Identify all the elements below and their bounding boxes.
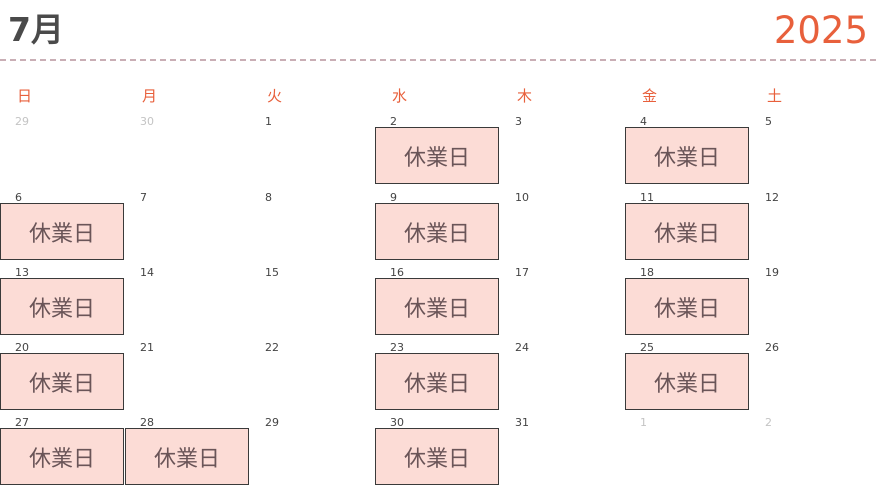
day-number: 9	[390, 191, 397, 204]
day-cell[interactable]: 3	[500, 115, 625, 190]
calendar-header: 7月 2025	[0, 0, 876, 61]
header-divider	[0, 59, 876, 61]
day-number-other-month: 2	[765, 416, 772, 429]
day-number: 27	[15, 416, 29, 429]
day-number: 4	[640, 115, 647, 128]
day-cell[interactable]: 1	[250, 115, 375, 190]
day-number-other-month: 1	[640, 416, 647, 429]
month-title: 7月	[8, 10, 64, 49]
day-cell[interactable]: 17	[500, 266, 625, 341]
day-number: 14	[140, 266, 154, 279]
weekday-label: 月	[142, 87, 158, 105]
weekday-label: 土	[767, 87, 783, 105]
day-cell[interactable]: 24	[500, 341, 625, 416]
day-number: 29	[265, 416, 279, 429]
day-cell[interactable]: 29	[250, 416, 375, 491]
day-number: 24	[515, 341, 529, 354]
day-cell[interactable]: 22	[250, 341, 375, 416]
day-number: 22	[265, 341, 279, 354]
holiday-event[interactable]: 休業日	[625, 353, 749, 410]
holiday-event[interactable]: 休業日	[375, 353, 499, 410]
day-number: 28	[140, 416, 154, 429]
weekday-label: 火	[267, 87, 283, 105]
day-number: 17	[515, 266, 529, 279]
day-cell[interactable]: 7	[125, 191, 250, 266]
day-cell[interactable]: 21	[125, 341, 250, 416]
day-number: 25	[640, 341, 654, 354]
day-cell[interactable]: 26	[750, 341, 875, 416]
holiday-event[interactable]: 休業日	[0, 278, 124, 335]
holiday-event[interactable]: 休業日	[125, 428, 249, 485]
day-number: 1	[265, 115, 272, 128]
weekday-label: 日	[17, 87, 33, 105]
day-number: 20	[15, 341, 29, 354]
day-number: 10	[515, 191, 529, 204]
day-number: 26	[765, 341, 779, 354]
day-number-other-month: 29	[15, 115, 29, 128]
day-number: 5	[765, 115, 772, 128]
day-number: 31	[515, 416, 529, 429]
day-number: 12	[765, 191, 779, 204]
day-cell[interactable]: 19	[750, 266, 875, 341]
weekday-label: 金	[642, 87, 658, 105]
day-cell[interactable]: 31	[500, 416, 625, 491]
day-number: 2	[390, 115, 397, 128]
day-number: 21	[140, 341, 154, 354]
day-cell[interactable]: 29	[0, 115, 125, 190]
day-cell[interactable]: 5	[750, 115, 875, 190]
day-cell[interactable]: 10	[500, 191, 625, 266]
day-number: 3	[515, 115, 522, 128]
holiday-event[interactable]: 休業日	[375, 278, 499, 335]
day-cell[interactable]: 30	[125, 115, 250, 190]
day-number: 13	[15, 266, 29, 279]
day-number: 30	[390, 416, 404, 429]
day-number: 7	[140, 191, 147, 204]
day-number: 11	[640, 191, 654, 204]
day-cell[interactable]: 2	[750, 416, 875, 491]
day-number: 8	[265, 191, 272, 204]
weekday-label: 水	[392, 87, 408, 105]
holiday-event[interactable]: 休業日	[625, 203, 749, 260]
holiday-event[interactable]: 休業日	[0, 353, 124, 410]
weekday-label: 木	[517, 87, 533, 105]
day-number-other-month: 30	[140, 115, 154, 128]
holiday-event[interactable]: 休業日	[0, 203, 124, 260]
holiday-event[interactable]: 休業日	[375, 127, 499, 184]
day-number: 16	[390, 266, 404, 279]
day-number: 15	[265, 266, 279, 279]
holiday-event[interactable]: 休業日	[625, 127, 749, 184]
year-title: 2025	[773, 9, 868, 52]
day-number: 23	[390, 341, 404, 354]
holiday-event[interactable]: 休業日	[625, 278, 749, 335]
day-cell[interactable]: 1	[625, 416, 750, 491]
day-cell[interactable]: 8	[250, 191, 375, 266]
holiday-event[interactable]: 休業日	[375, 203, 499, 260]
day-number: 18	[640, 266, 654, 279]
day-number: 6	[15, 191, 22, 204]
day-cell[interactable]: 15	[250, 266, 375, 341]
day-cell[interactable]: 12	[750, 191, 875, 266]
holiday-event[interactable]: 休業日	[0, 428, 124, 485]
day-number: 19	[765, 266, 779, 279]
holiday-event[interactable]: 休業日	[375, 428, 499, 485]
day-cell[interactable]: 14	[125, 266, 250, 341]
